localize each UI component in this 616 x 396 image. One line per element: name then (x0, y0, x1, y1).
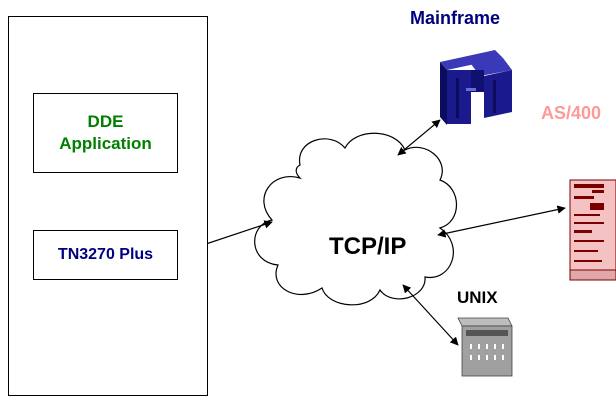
cloud-icon (254, 132, 457, 306)
dde-application-box: DDE Application (33, 93, 178, 173)
unix-workstation-icon (457, 317, 513, 377)
mainframe-computer-icon (440, 50, 512, 125)
link-tcpip-to-unix (402, 284, 459, 346)
link-tcpip-to-mainframe (397, 119, 441, 156)
mainframe-label: Mainframe (410, 8, 501, 28)
as400-label: AS/400 (541, 103, 602, 123)
tn3270-plus-label: TN3270 Plus (57, 246, 154, 263)
as400-server-icon (569, 179, 616, 281)
tn3270-plus-box: TN3270 Plus (33, 230, 178, 280)
unix-label: UNIX (457, 288, 498, 307)
dde-application-line1: DDE (87, 112, 124, 131)
dde-application-label: DDE Application (34, 94, 177, 172)
network-diagram (105, 50, 616, 377)
client-pc-frame (8, 16, 208, 396)
dde-application-line2: Application (59, 134, 152, 153)
link-tcpip-to-as400 (437, 205, 566, 238)
tcpip-label: TCP/IP (329, 233, 407, 260)
